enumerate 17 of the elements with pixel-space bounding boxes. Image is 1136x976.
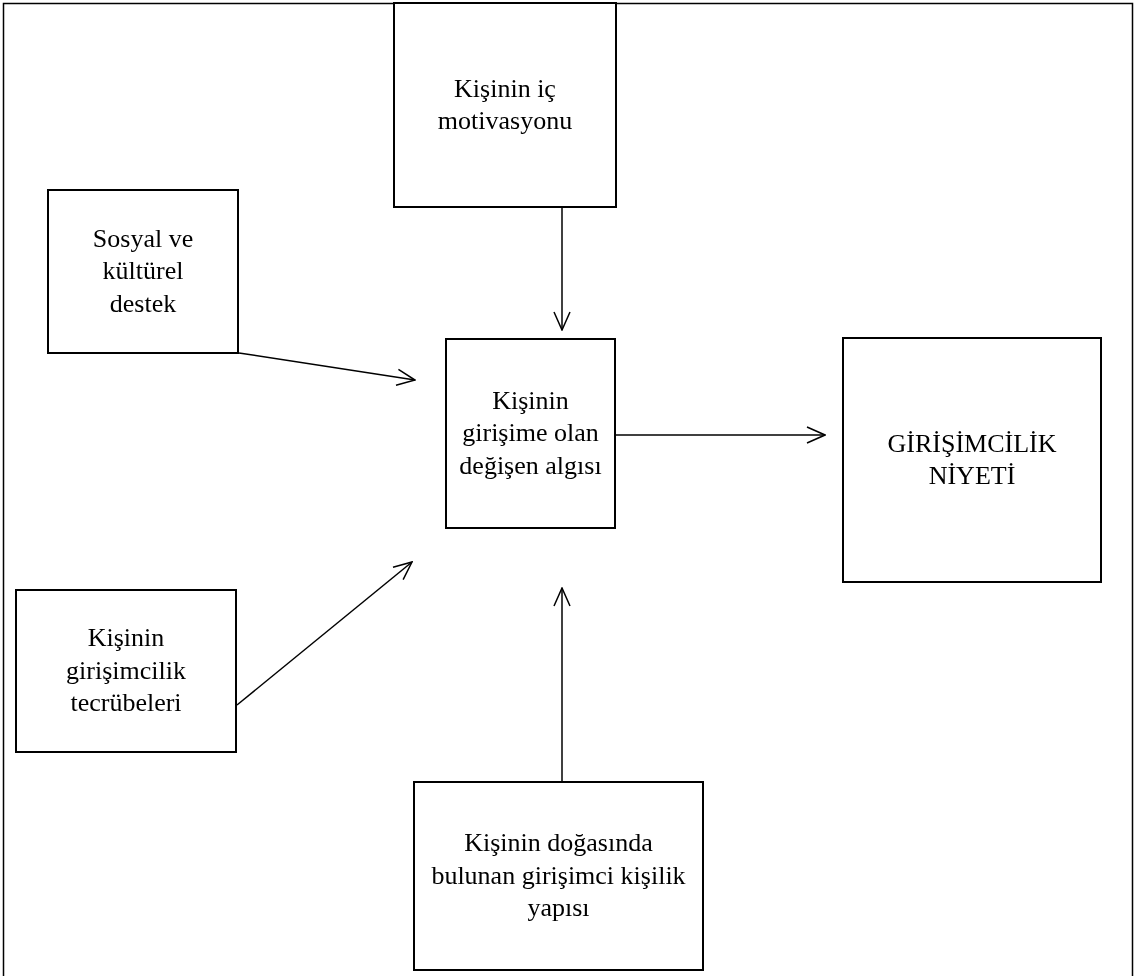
arrow: [553, 207, 571, 331]
process-box: [393, 2, 617, 208]
box-label: Kişinin girişime olan değişen algısı: [458, 384, 603, 482]
arrow: [236, 561, 413, 706]
process-box: [15, 589, 237, 753]
arrow: [615, 426, 826, 444]
box-label: Sosyal ve kültürel destek: [91, 222, 195, 320]
process-box: [413, 781, 704, 971]
arrow: [238, 352, 416, 386]
box-label: Kişinin doğasında bulunan girişimci kişilik yapısı: [430, 827, 687, 925]
process-box: [445, 338, 616, 529]
box-label: GİRİŞİMCİLİK NİYETİ: [886, 427, 1058, 492]
box-label: Kişinin girişimcilik tecrübeleri: [65, 622, 187, 720]
process-box: [47, 189, 239, 354]
arrow: [553, 587, 571, 782]
process-box: [842, 337, 1102, 583]
box-label: Kişinin iç motivasyonu: [436, 72, 574, 137]
